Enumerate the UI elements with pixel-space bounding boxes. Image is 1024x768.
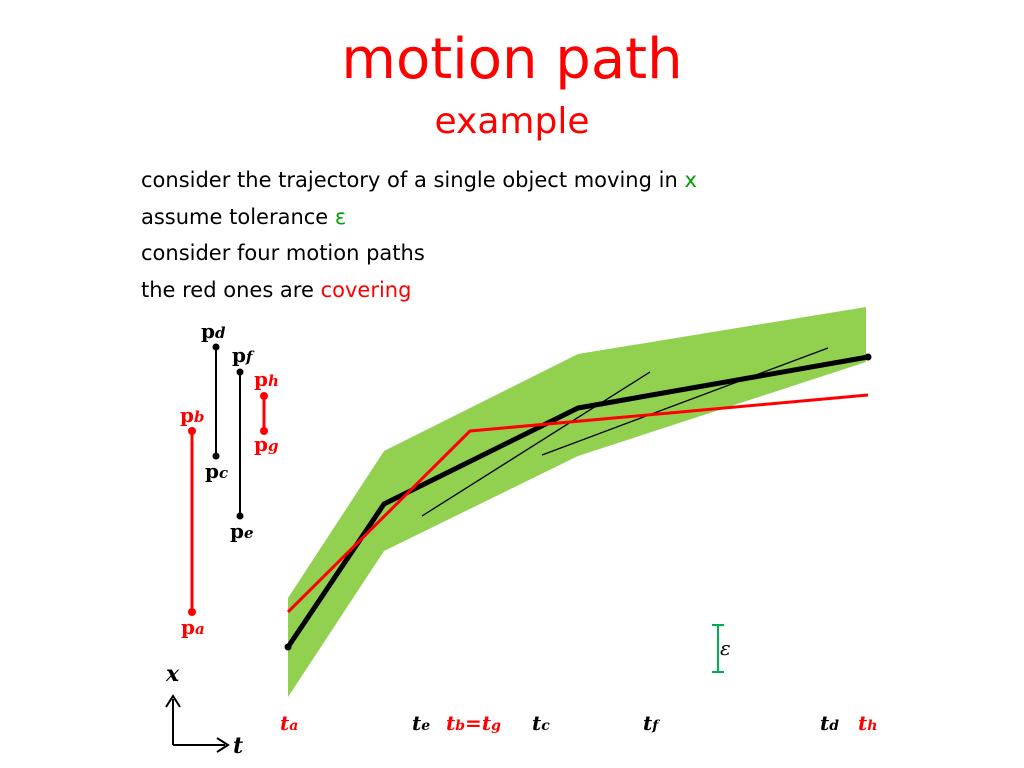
time-label-th: th bbox=[858, 711, 877, 735]
time-label-tb-tg: tb=tg bbox=[446, 711, 501, 735]
bullet-list: consider the trajectory of a single obje… bbox=[141, 162, 697, 308]
time-label-tf: tf bbox=[643, 711, 661, 735]
tolerance-band bbox=[288, 307, 866, 697]
bullet-text: assume tolerance bbox=[141, 204, 335, 229]
point-pf bbox=[236, 368, 244, 376]
x-axis-label: x bbox=[165, 661, 180, 687]
object-trajectory bbox=[285, 354, 869, 649]
time-label-tc: tc bbox=[532, 711, 550, 735]
point-pe bbox=[236, 512, 244, 520]
label-pc: pc bbox=[205, 459, 228, 483]
tolerance-epsilon-label: ε bbox=[720, 636, 731, 660]
bullet-trajectory: consider the trajectory of a single obje… bbox=[141, 162, 697, 199]
bullet-keyword: ε bbox=[334, 204, 347, 229]
trajectory-start-dot bbox=[284, 643, 292, 651]
bullet-text: consider the trajectory of a single obje… bbox=[141, 168, 685, 192]
bullet-keyword: covering bbox=[320, 277, 412, 302]
x-axis-arrowhead bbox=[165, 694, 181, 708]
point-pa bbox=[188, 608, 196, 616]
label-ph: ph bbox=[254, 367, 279, 391]
time-label-td: td bbox=[820, 711, 839, 735]
thin-path-segment-2 bbox=[541, 347, 829, 456]
t-axis-label: t bbox=[233, 733, 243, 759]
point-pc bbox=[212, 452, 220, 460]
point-pb bbox=[188, 427, 196, 435]
point-ph bbox=[260, 392, 268, 400]
thin-path-segment-1 bbox=[421, 371, 651, 517]
point-pg bbox=[260, 427, 268, 435]
label-pa: pa bbox=[181, 615, 205, 639]
page-title: motion path bbox=[341, 27, 683, 92]
bullet-four-paths: consider four motion paths bbox=[141, 235, 697, 272]
bullet-text: consider four motion paths bbox=[141, 241, 425, 265]
red-covering-path bbox=[286, 393, 869, 614]
t-axis-arrowhead bbox=[216, 737, 230, 753]
bullet-keyword: x bbox=[684, 168, 697, 192]
point-pd bbox=[212, 343, 220, 351]
page-subtitle: example bbox=[434, 101, 590, 142]
label-pe: pe bbox=[230, 519, 254, 543]
bullet-tolerance: assume tolerance ε bbox=[141, 199, 697, 236]
time-label-ta: ta bbox=[280, 711, 298, 735]
label-pb: pb bbox=[180, 403, 204, 427]
label-pd: pd bbox=[201, 319, 226, 343]
bullet-text: the red ones are bbox=[141, 277, 321, 302]
time-label-te: te bbox=[412, 711, 430, 735]
label-pf: pf bbox=[232, 343, 255, 367]
trajectory-end-dot bbox=[864, 353, 872, 361]
label-pg: pg bbox=[254, 432, 278, 456]
bullet-covering: the red ones are covering bbox=[141, 272, 697, 309]
